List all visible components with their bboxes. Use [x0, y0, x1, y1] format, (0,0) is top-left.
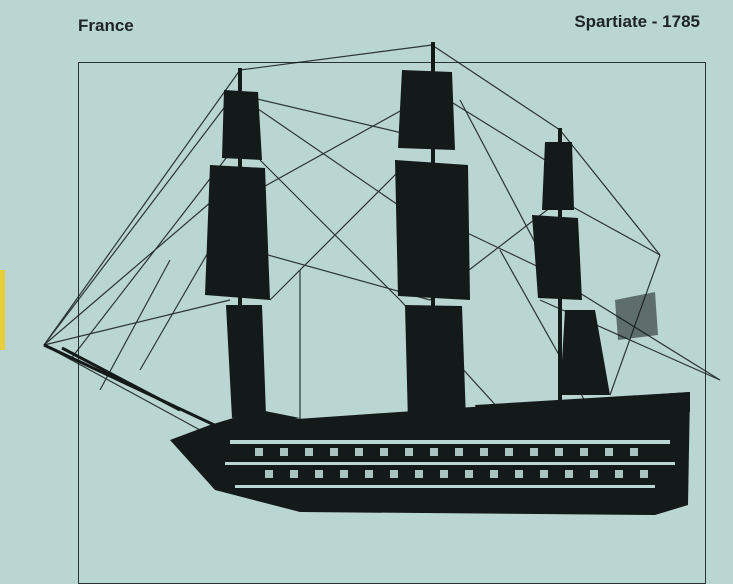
mizzen-sails	[532, 142, 610, 395]
rigging	[43, 44, 721, 431]
ship-title: Spartiate - 1785	[574, 12, 700, 31]
stern-flag	[615, 292, 658, 340]
fore-sails	[205, 90, 270, 418]
country-label: France	[78, 16, 134, 35]
image-card: France Spartiate - 1785	[0, 12, 721, 584]
hull	[170, 392, 690, 515]
bowsprit	[43, 343, 226, 432]
main-sails	[395, 70, 470, 422]
gun-ports	[255, 448, 648, 478]
edge-strip	[0, 270, 5, 350]
ship-illustration	[43, 42, 721, 515]
